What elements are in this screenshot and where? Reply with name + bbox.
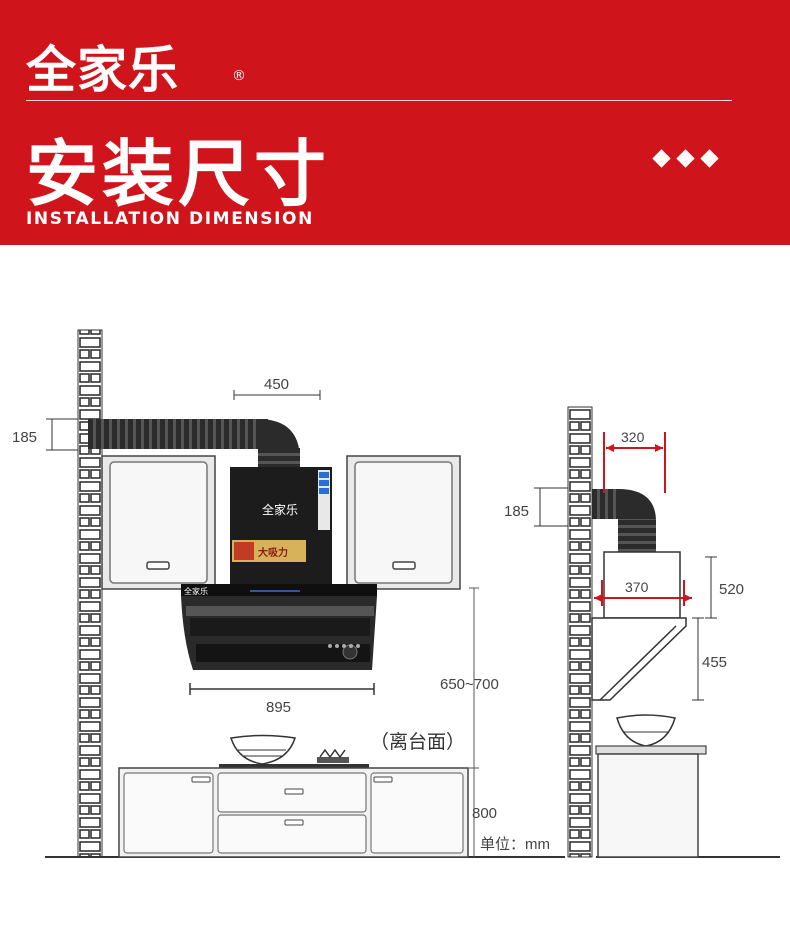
counter-height-label: 800 bbox=[472, 805, 497, 822]
lower-cabinets bbox=[118, 767, 469, 858]
range-hood-side bbox=[591, 551, 687, 701]
range-hood-front: 全家乐 大吸力 全家乐 bbox=[181, 467, 377, 670]
side-sink-bowl bbox=[616, 714, 676, 747]
horizontal-duct bbox=[88, 419, 268, 449]
side-lower-cabinet bbox=[595, 745, 707, 858]
side-vertical-duct bbox=[618, 519, 656, 552]
side-duct-height-label: 185 bbox=[504, 503, 529, 520]
height-dimension-line: 650~700 （离台面） 800 单位：mm bbox=[370, 587, 550, 857]
page-subtitle: INSTALLATION DIMENSION bbox=[26, 209, 314, 229]
counter-note: （离台面） bbox=[370, 731, 465, 753]
side-body-depth-dimension: 370 bbox=[594, 579, 692, 606]
front-wall bbox=[77, 329, 103, 858]
banner-divider bbox=[26, 100, 732, 101]
registered-mark: ® bbox=[232, 68, 246, 84]
installation-diagram: 185 450 全家乐 大吸力 全家乐 bbox=[12, 329, 780, 858]
diamond-icon bbox=[700, 149, 719, 168]
upper-cabinet-left bbox=[101, 455, 216, 590]
side-top-depth-dimension: 320 bbox=[603, 429, 666, 493]
unit-label: 单位：mm bbox=[480, 836, 550, 853]
side-duct-height-dimension: 185 bbox=[504, 487, 568, 527]
panel-brand-logo: 全家乐 bbox=[184, 586, 208, 596]
hood-width-dimension: 895 bbox=[189, 683, 375, 716]
gas-burner bbox=[317, 748, 349, 763]
page-title: 安装尺寸 bbox=[26, 132, 331, 216]
sink-bowl-front bbox=[219, 734, 369, 768]
brand-logo: 全家乐 bbox=[26, 41, 179, 99]
diamond-icon bbox=[676, 149, 695, 168]
front-duct-height-label: 185 bbox=[12, 429, 37, 446]
side-body-depth-label: 370 bbox=[625, 579, 649, 595]
header-banner: 全家乐 ® 安装尺寸 INSTALLATION DIMENSION bbox=[0, 0, 790, 245]
hood-height-label: 650~700 bbox=[440, 676, 499, 693]
side-height-dimensions: 520 455 bbox=[692, 556, 744, 701]
hood-brand-logo: 全家乐 bbox=[262, 502, 298, 517]
side-lower-height-label: 455 bbox=[702, 654, 727, 671]
side-wall bbox=[567, 406, 593, 858]
hood-top-width-dimension: 450 bbox=[233, 376, 321, 400]
side-top-depth-label: 320 bbox=[621, 429, 645, 445]
hood-width-label: 895 bbox=[266, 699, 291, 716]
upper-cabinet-right bbox=[346, 455, 461, 590]
front-duct-height-dimension: 185 bbox=[12, 418, 78, 451]
side-horizontal-duct bbox=[592, 489, 620, 519]
hood-top-width-label: 450 bbox=[264, 376, 289, 393]
diamond-icon bbox=[652, 149, 671, 168]
hood-badge-text: 大吸力 bbox=[258, 546, 288, 559]
side-upper-height-label: 520 bbox=[719, 581, 744, 598]
